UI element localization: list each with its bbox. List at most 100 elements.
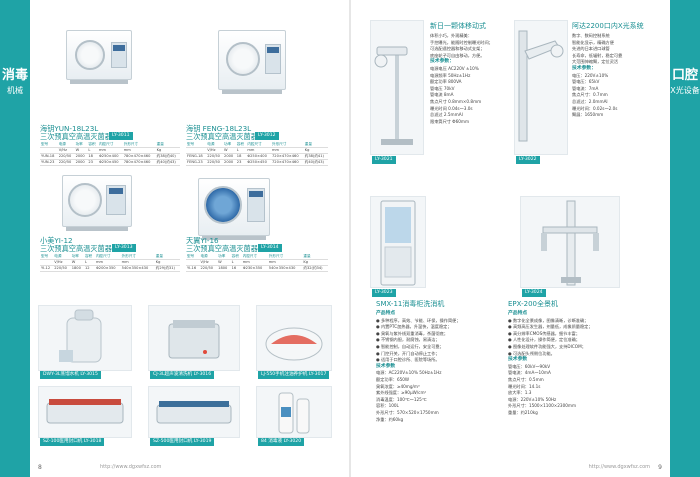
text-line: 限束筒尺寸 Φ60mm	[430, 118, 470, 124]
spec-header-row: 型号电源功率容积内腔尺寸外形尺寸重量	[186, 254, 328, 260]
spec-cell: Kg	[154, 259, 180, 266]
spec-cell: W	[70, 259, 85, 266]
spec-cell: 内腔尺寸	[241, 254, 268, 260]
product-description: 体积小巧，外观精美：手控曝光，能随时控制曝光时间；可选配遥控器和移动式支架；底座…	[430, 33, 508, 125]
spec-cell: 23	[235, 159, 247, 166]
text-line: 放大率：1.3	[508, 390, 532, 396]
text-line: 焦点尺寸：0.5mm	[508, 376, 544, 382]
spec-cell: V/Hz	[206, 147, 224, 154]
text-line: 管电流：7mA	[572, 85, 599, 91]
text-line: ● 多种程序，高效、节能、环保，操作简便；	[376, 317, 461, 323]
product-description: 产品特点● 多种程序，高效、节能、环保，操作简便；● 内置PTC加热器，升温快，…	[376, 311, 498, 423]
spec-cell: 1800	[217, 265, 231, 272]
spec-cell: Kg	[155, 147, 180, 154]
spec-cell: FENG-18	[186, 153, 207, 160]
spec-cell: V/Hz	[53, 259, 71, 266]
spec-cell: Φ250×400	[97, 153, 123, 160]
text-line: 总滤过：2.0mmAl	[572, 98, 608, 104]
text-line: 管电流 8mA	[430, 92, 454, 98]
text-line: ● 不锈钢内胆，耐腐蚀，易清洁；	[376, 337, 440, 343]
spec-cell: YUN-23	[40, 159, 58, 166]
product-code: LY-3021	[372, 156, 396, 164]
text-line: 管电压：65kV	[572, 79, 600, 85]
spec-cell: mm	[94, 259, 121, 266]
spec-cell	[186, 147, 207, 154]
right-side-banner: 口腔 X光设备	[670, 0, 700, 477]
spec-cell: 220/50	[57, 153, 75, 160]
product-name: 海钥 FENG-18L23L	[186, 124, 252, 133]
spec-cell: mm	[122, 147, 156, 154]
product-description: 产品特点● 数字化全景成像，图像清晰，诊断准确；● 高频高压发生器，剂量低，成像…	[508, 311, 658, 417]
product-subtitle: 三次预真空高温灭菌器	[40, 132, 112, 141]
product-name: 天翼YI-16	[186, 236, 219, 245]
spec-cell: L	[230, 259, 242, 266]
product-name: 海钥YUN-18L23L	[40, 124, 99, 133]
product-code: LY-3014	[258, 244, 282, 252]
spec-cell: 约40(约43)	[155, 159, 180, 166]
spec-cell: Φ230×350	[241, 265, 268, 272]
text-line: 数字、数码控制系统	[572, 33, 610, 38]
spec-cell: YUN-18	[40, 153, 58, 160]
text-line: 管电压：60kV～90kV	[508, 363, 551, 369]
mobile-xray-image	[370, 20, 424, 155]
text-line: 曝光时间：0.02s～2.0s	[572, 105, 618, 111]
spec-cell: 2000	[223, 159, 236, 166]
text-line: 长寿命，低辐射，稳定可靠	[572, 52, 623, 58]
spec-cell: YI-12	[40, 265, 54, 272]
item-label: LJ-550手机注油养护机 LY-3017	[258, 371, 330, 379]
section-title: 阿达2200口内X光系统	[572, 22, 644, 30]
spec-cell: Φ250×450	[246, 159, 271, 166]
spec-cell: 重量	[302, 254, 328, 260]
text-line: 外形尺寸：1500×1100×2300mm	[508, 403, 577, 409]
ultrasonic-cleaner-image	[148, 305, 240, 371]
spec-cell: 外形尺寸	[120, 254, 155, 260]
spec-cell: Kg	[303, 147, 328, 154]
spec-cell: 重量	[303, 142, 328, 148]
text-line: 电源电压 AC220V ±10%	[430, 65, 479, 71]
product-code: LY-3024	[522, 289, 546, 297]
right-category-subtitle: X光设备	[670, 86, 700, 95]
spec-cell: 功率	[223, 142, 236, 148]
section-title: 新日一颗体移动式	[430, 22, 486, 30]
spec-cell: 型号	[186, 254, 200, 260]
page-spine	[349, 0, 351, 477]
spec-cell: 容积	[84, 254, 95, 260]
autoclave-image	[66, 30, 132, 84]
spec-cell: 220/50	[206, 153, 224, 160]
page-number-left: 8	[38, 464, 42, 471]
spec-cell: 电源	[206, 142, 224, 148]
text-line: 产品特点	[508, 311, 528, 316]
right-category-title: 口腔 X光设备	[670, 68, 700, 95]
text-line: 智能化显示，精确方便	[572, 39, 614, 45]
spec-cell: mm	[271, 147, 304, 154]
text-line: 容积：100L	[376, 403, 399, 409]
product-code: LY-3022	[516, 156, 540, 164]
spec-cell: L	[87, 147, 98, 154]
spec-cell: Φ250×400	[246, 153, 271, 160]
text-line: ● 智能控制，自动运行，安全可靠；	[376, 343, 444, 349]
spec-cell: 16	[230, 265, 242, 272]
spec-cell: 220/50	[53, 265, 71, 272]
spec-cell: 外形尺寸	[267, 254, 303, 260]
sealer-image	[148, 386, 240, 438]
spec-cell: FENG-23	[186, 159, 207, 166]
spec-cell: 2000	[223, 153, 236, 160]
sterilizer-cabinet-image	[370, 196, 426, 288]
left-category-title: 消毒 机械	[1, 68, 28, 95]
spec-cell: 12	[84, 265, 95, 272]
text-line: 焦点尺寸 0.8mm×0.8mm	[430, 98, 482, 104]
text-line: 重量：约210kg	[508, 409, 538, 415]
spec-cell: V/Hz	[57, 147, 75, 154]
spec-cell: 外形尺寸	[271, 142, 304, 148]
disinfectant-image	[256, 386, 332, 438]
item-label: CJ-3L超声波清洗机 LY-3016	[150, 371, 215, 379]
product-name: 小美YI-12	[40, 236, 73, 245]
spec-cell: 720×470×460	[271, 159, 304, 166]
